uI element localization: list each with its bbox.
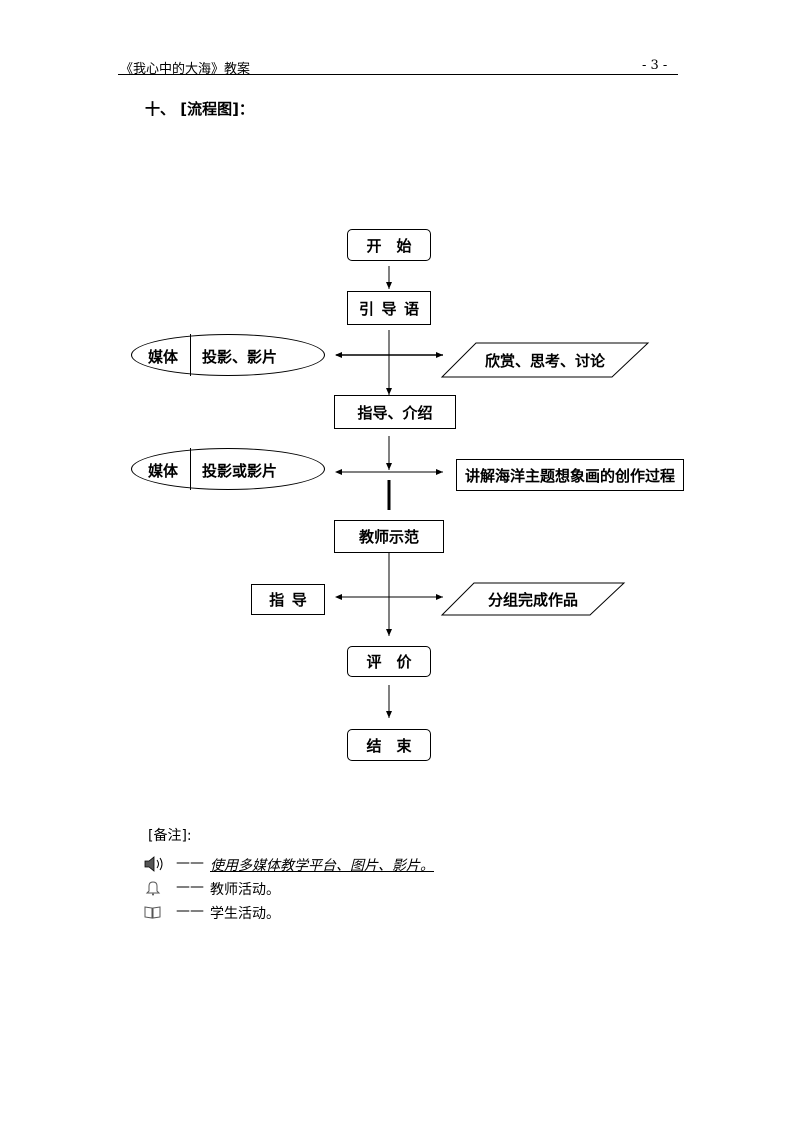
media-oval-2 <box>131 448 325 490</box>
guide-label: 指导 <box>269 591 315 609</box>
media-oval-1-divider <box>190 334 191 376</box>
header-divider <box>118 74 678 75</box>
bell-icon <box>145 881 161 896</box>
appreciate-parallelogram <box>440 342 650 378</box>
section-title: 十、 [流程图]： <box>145 100 254 118</box>
page-number: - 3 - <box>642 58 668 73</box>
media-text-2: 投影或影片 <box>202 462 278 480</box>
evaluate-label: 评 价 <box>366 653 412 671</box>
media-label-1: 媒体 <box>148 348 179 366</box>
note-3-text: 学生活动。 <box>210 906 280 922</box>
explain-node: 讲解海洋主题想象画的创作过程 <box>456 459 684 491</box>
speaker-icon <box>144 856 163 872</box>
start-label: 开 始 <box>366 236 412 255</box>
media-text-1: 投影、影片 <box>202 348 278 366</box>
note-3-dash: —— <box>176 903 204 919</box>
notes-heading: [备注]: <box>148 828 192 844</box>
media-label-2: 媒体 <box>148 462 179 480</box>
guide-node: 指导 <box>251 584 325 615</box>
note-1-text: 使用多媒体教学平台、图片、影片。 <box>210 858 434 874</box>
demo-label: 教师示范 <box>358 528 419 546</box>
guide-intro-node: 指导、介绍 <box>334 395 456 429</box>
guide-intro-label: 指导、介绍 <box>357 403 433 422</box>
note-2-text: 教师活动。 <box>210 882 280 898</box>
evaluate-node: 评 价 <box>347 646 431 677</box>
end-label: 结 束 <box>366 736 412 755</box>
start-node: 开 始 <box>347 229 431 261</box>
book-icon <box>144 906 161 919</box>
demo-node: 教师示范 <box>334 520 444 553</box>
explain-label: 讲解海洋主题想象画的创作过程 <box>464 466 675 485</box>
group-work-parallelogram <box>440 582 626 616</box>
appreciate-label: 欣赏、思考、讨论 <box>484 351 605 370</box>
group-work-label: 分组完成作品 <box>487 590 578 609</box>
end-node: 结 束 <box>347 729 431 761</box>
document-header-title: 《我心中的大海》教案 <box>120 62 251 77</box>
media-oval-2-divider <box>190 448 191 490</box>
note-1-dash: —— <box>176 855 204 871</box>
media-oval-1 <box>131 334 325 376</box>
intro-label: 引导语 <box>358 299 427 318</box>
intro-node: 引导语 <box>347 291 431 325</box>
note-2-dash: —— <box>176 879 204 895</box>
